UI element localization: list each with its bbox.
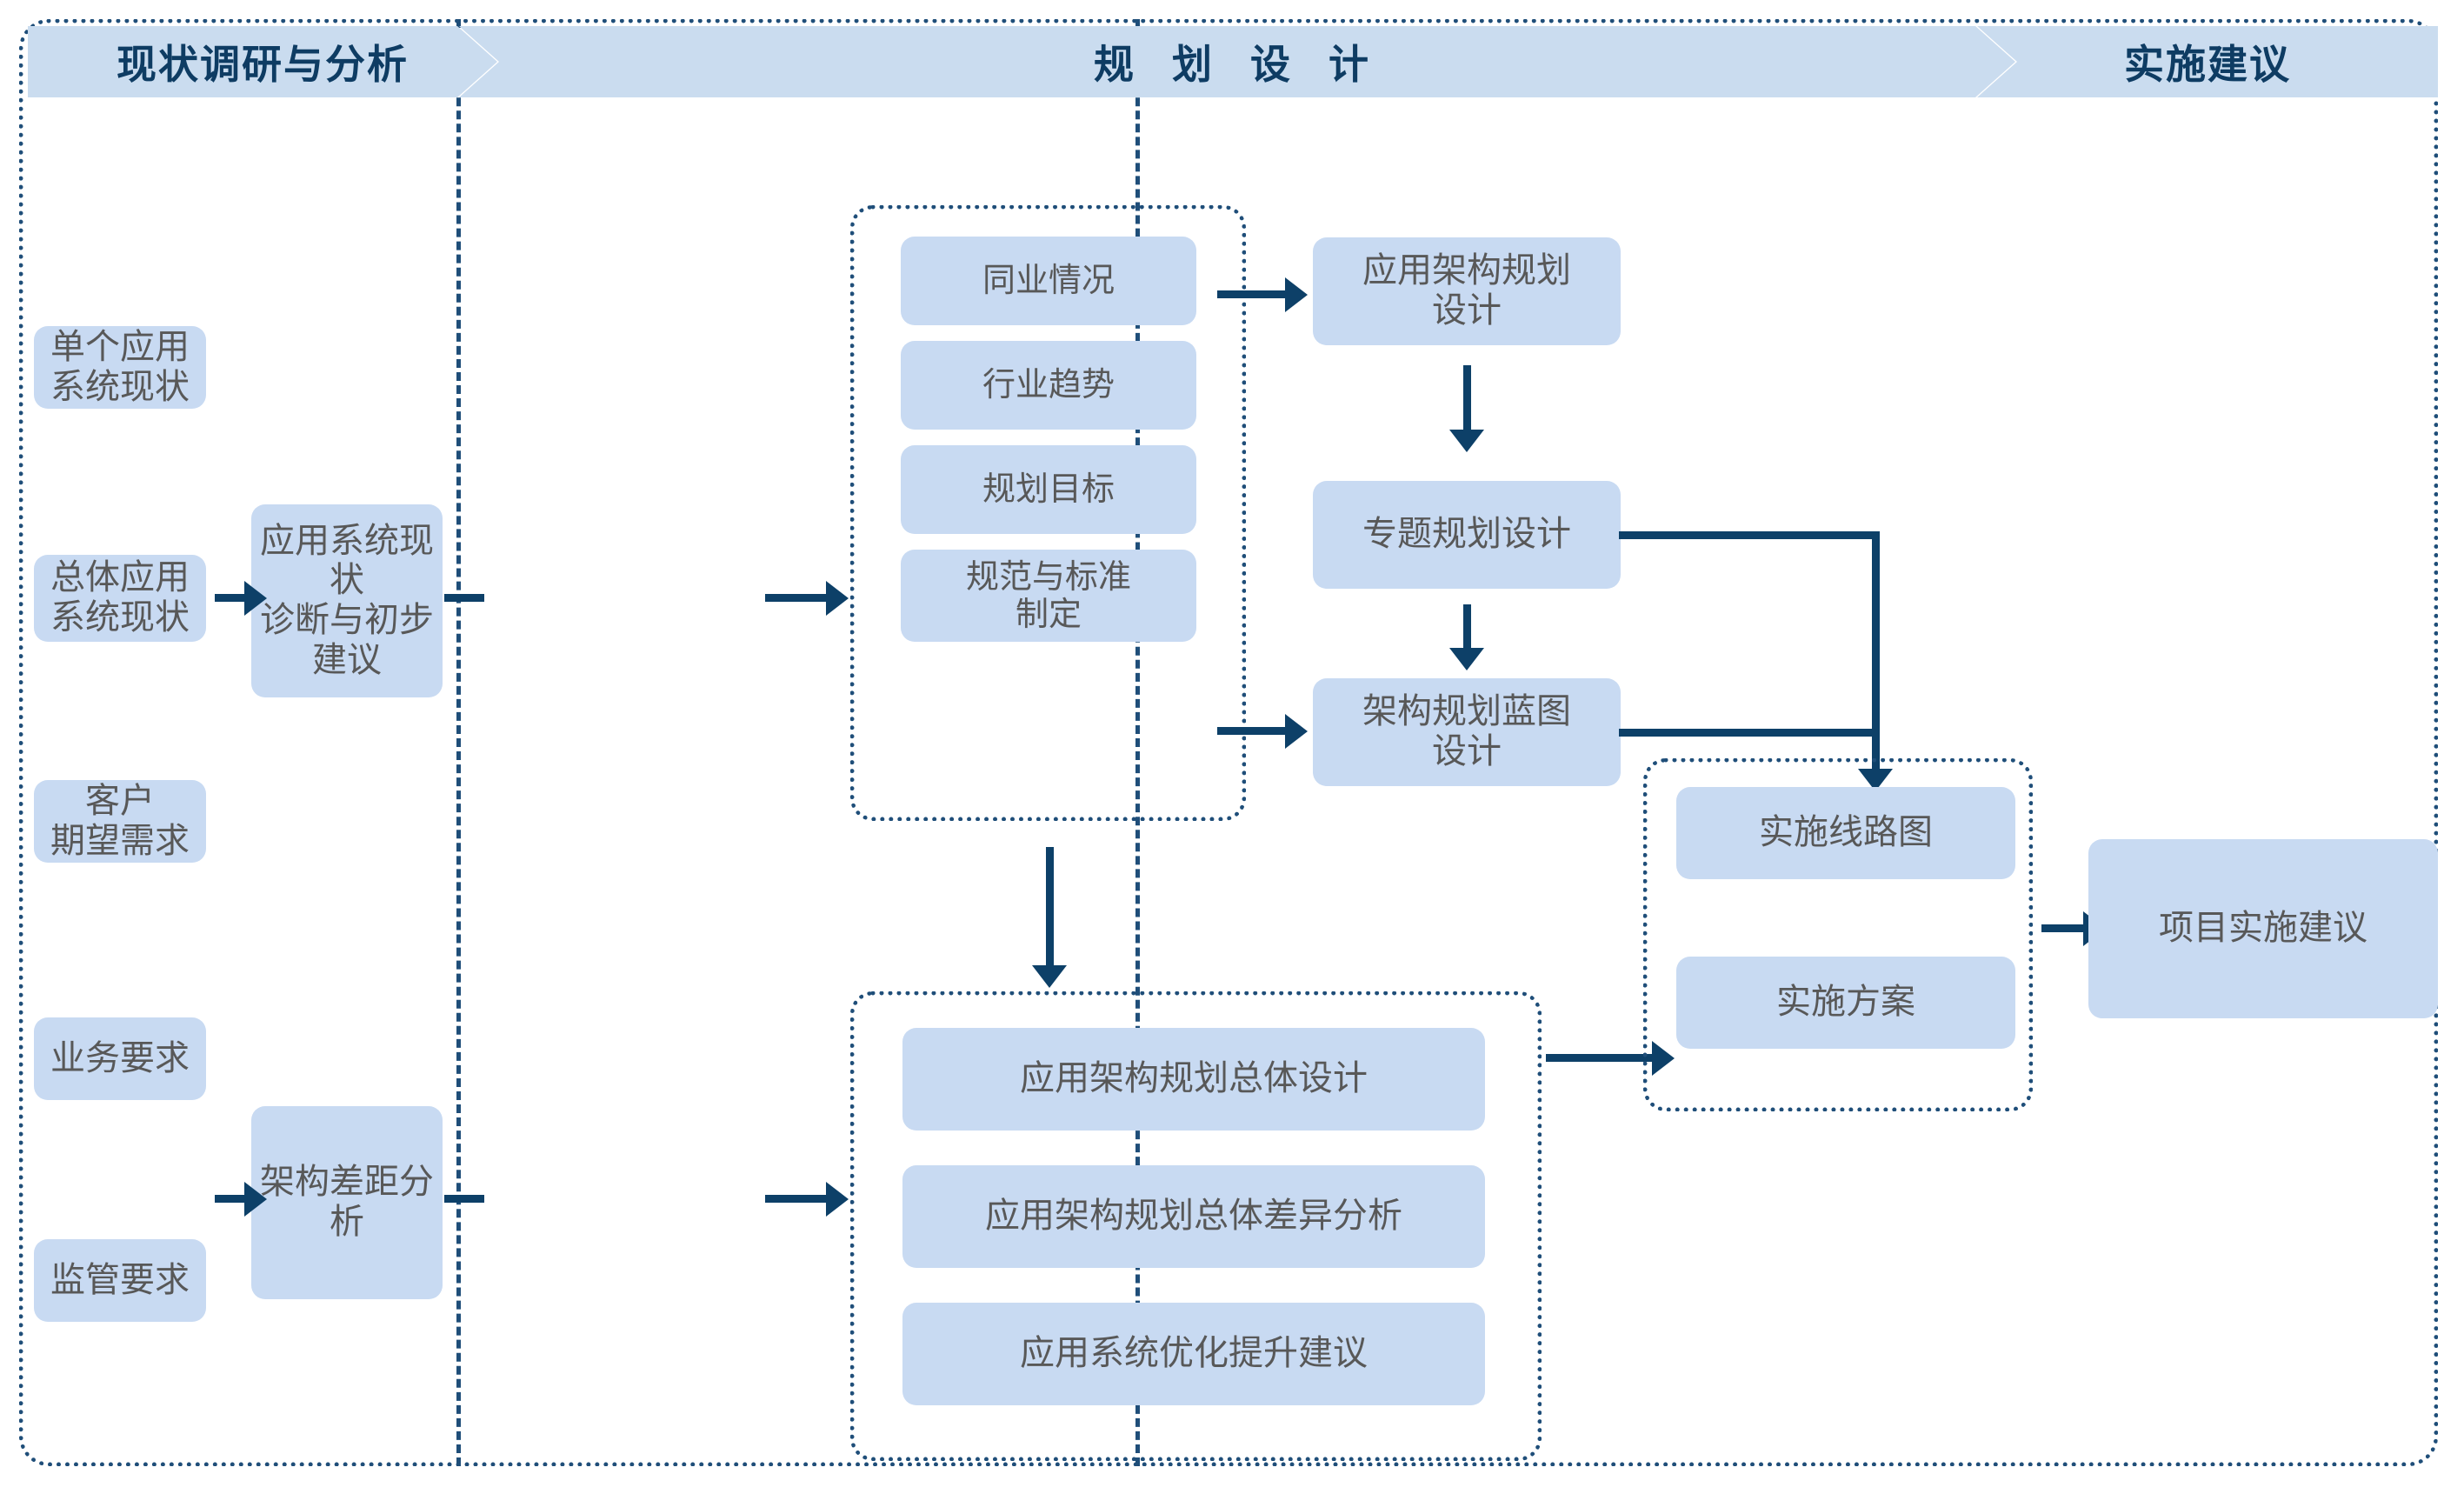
implementation-box-roadmap[interactable]: 实施线路图: [1676, 787, 2015, 879]
connector-peer-to-arch-design: [1217, 290, 1285, 298]
design-label-1: 应用架构规划 设计: [1362, 250, 1571, 330]
input-box-overall-app-status[interactable]: 总体应用 系统现状: [34, 555, 206, 642]
arrowhead-peer-to-arch-design: [1285, 277, 1308, 312]
phase-banner-label-3: 实施建议: [2124, 41, 2291, 88]
planning-input-label-1: 同业情况: [982, 261, 1115, 300]
phase-banner-label-2: 规 划 设 计: [1093, 41, 1382, 88]
design-box-blueprint[interactable]: 架构规划蓝图 设计: [1313, 678, 1621, 786]
analysis-label-2: 架构差距分析: [260, 1162, 434, 1242]
overall-label-2: 应用架构规划总体差异分析: [985, 1196, 1402, 1237]
arrowhead-design2-to-design3: [1449, 648, 1484, 670]
planning-input-label-2: 行业趋势: [982, 365, 1115, 404]
input-box-business-requirement[interactable]: 业务要求: [34, 1017, 206, 1100]
outer-dotted-frame: [19, 19, 2438, 1466]
connector-design2-right: [1619, 531, 1880, 539]
arrowhead-planning-group-to-overall-group: [1032, 965, 1067, 988]
connector-overall-to-implementation: [1546, 1054, 1654, 1062]
design-box-app-arch-planning[interactable]: 应用架构规划 设计: [1313, 237, 1621, 345]
column-separator-1: [456, 19, 461, 1466]
connector-design1-to-design2: [1463, 365, 1471, 431]
connector-analysis1-to-planning-group: [444, 594, 484, 602]
overall-box-optimization-advice[interactable]: 应用系统优化提升建议: [902, 1303, 1485, 1405]
output-box-project-implementation-advice[interactable]: 项目实施建议: [2088, 839, 2438, 1018]
overall-box-total-design[interactable]: 应用架构规划总体设计: [902, 1028, 1485, 1131]
arrowhead-analysis1-to-planning-group: [826, 581, 849, 616]
planning-input-box-peer-status[interactable]: 同业情况: [901, 237, 1196, 325]
overall-box-gap-analysis[interactable]: 应用架构规划总体差异分析: [902, 1165, 1485, 1268]
implementation-group: [1643, 758, 2033, 1111]
design-label-2: 专题规划设计: [1362, 514, 1571, 555]
arrowhead-standards-to-blueprint: [1285, 714, 1308, 749]
connector-input2-to-analysis1: [215, 594, 244, 602]
column-separator-2: [1135, 19, 1140, 1466]
phase-banner-current-state: 现状调研与分析: [28, 26, 497, 97]
connector-implementation-to-output: [2041, 924, 2087, 932]
phase-banner-planning-design: 规 划 设 计: [459, 26, 2015, 97]
phase-banner-label-1: 现状调研与分析: [117, 41, 409, 88]
input-label-1: 单个应用 系统现状: [50, 326, 190, 407]
input-box-regulatory-requirement[interactable]: 监管要求: [34, 1239, 206, 1322]
planning-input-box-industry-trend[interactable]: 行业趋势: [901, 341, 1196, 430]
arrowhead-design1-to-design2: [1449, 430, 1484, 452]
arrowhead-analysis2-to-overall-group: [826, 1182, 849, 1217]
implementation-box-plan[interactable]: 实施方案: [1676, 957, 2015, 1049]
connector-standards-to-blueprint: [1217, 727, 1285, 735]
input-box-single-app-status[interactable]: 单个应用 系统现状: [34, 326, 206, 409]
output-label: 项目实施建议: [2159, 908, 2367, 949]
design-label-3: 架构规划蓝图 设计: [1362, 691, 1571, 771]
input-label-2: 总体应用 系统现状: [50, 557, 190, 637]
planning-inputs-group: [850, 205, 1246, 821]
input-box-customer-expectation[interactable]: 客户 期望需求: [34, 780, 206, 863]
planning-input-box-planning-goal[interactable]: 规划目标: [901, 445, 1196, 534]
connector-design3-right: [1619, 729, 1880, 737]
implementation-label-1: 实施线路图: [1759, 812, 1933, 853]
overall-design-group: [850, 991, 1542, 1461]
arrowhead-input2-to-analysis1: [244, 581, 267, 616]
connector-merge-down: [1872, 729, 1880, 770]
connector-merge-vertical: [1872, 531, 1880, 737]
phase-banner-implementation: 实施建议: [1977, 26, 2438, 97]
input-label-5: 监管要求: [50, 1259, 190, 1300]
input-label-3: 客户 期望需求: [50, 780, 190, 861]
connector-analysis2-to-overall-group-2: [765, 1195, 828, 1203]
connector-analysis2-to-overall-group: [444, 1195, 484, 1203]
arrowhead-input-to-analysis2: [244, 1182, 267, 1217]
planning-input-label-3: 规划目标: [982, 470, 1115, 509]
analysis-box-status-diagnosis[interactable]: 应用系统现状 诊断与初步建议: [251, 504, 443, 697]
analysis-label-1: 应用系统现状 诊断与初步建议: [260, 520, 434, 680]
planning-input-box-standards[interactable]: 规范与标准 制定: [901, 550, 1196, 642]
overall-label-1: 应用架构规划总体设计: [1020, 1058, 1368, 1099]
connector-design2-to-design3: [1463, 604, 1471, 650]
connector-input-to-analysis2: [215, 1195, 244, 1203]
design-box-thematic-planning[interactable]: 专题规划设计: [1313, 481, 1621, 589]
overall-label-3: 应用系统优化提升建议: [1020, 1333, 1368, 1374]
connector-analysis1-to-planning-group-2: [765, 594, 828, 602]
implementation-label-2: 实施方案: [1776, 982, 1915, 1023]
planning-input-label-4: 规范与标准 制定: [965, 557, 1131, 633]
connector-planning-group-to-overall-group: [1046, 847, 1054, 967]
arrowhead-overall-to-implementation: [1652, 1041, 1675, 1076]
input-label-4: 业务要求: [50, 1037, 190, 1078]
analysis-box-gap-analysis[interactable]: 架构差距分析: [251, 1106, 443, 1299]
